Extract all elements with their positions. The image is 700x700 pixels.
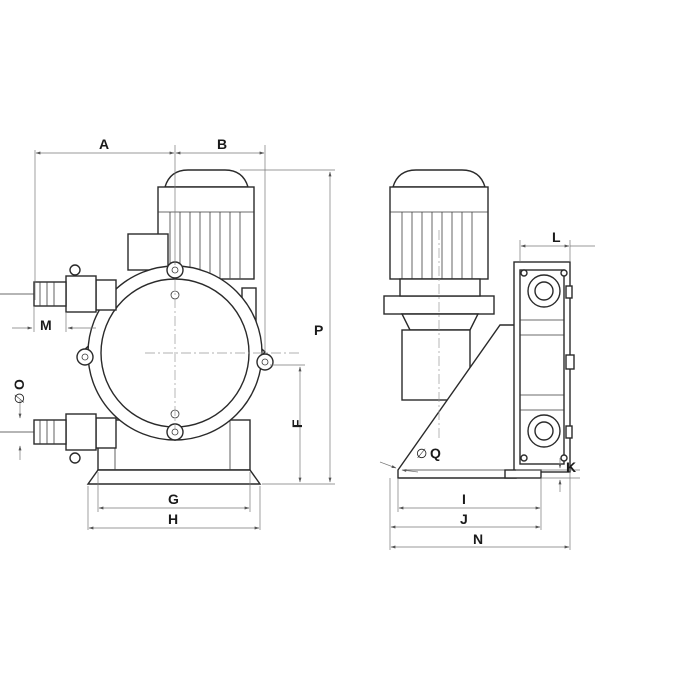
front-lower-port [0, 413, 117, 464]
front-gearbox [127, 233, 169, 271]
diameter-symbol-q: ∅ [416, 446, 427, 461]
side-dimensions [379, 240, 595, 550]
side-view [383, 169, 575, 479]
dim-label-b: B [217, 136, 227, 152]
side-gearbox-adapter [400, 313, 480, 331]
dim-label-l: L [552, 229, 561, 245]
dim-label-h: H [168, 511, 178, 527]
side-motor [383, 169, 495, 315]
front-upper-port [0, 264, 117, 313]
dim-label-g: G [168, 491, 179, 507]
front-view [0, 169, 300, 485]
dim-label-n: N [473, 531, 483, 547]
dim-label-a: A [99, 136, 109, 152]
dim-label-m: M [40, 317, 52, 333]
dim-label-j: J [460, 511, 468, 527]
side-foot [504, 469, 542, 479]
dim-label-o-group: ∅ O [11, 379, 27, 404]
front-dimensions [12, 145, 335, 530]
front-motor [157, 169, 255, 280]
dim-label-o: O [11, 379, 27, 390]
diameter-symbol-o: ∅ [12, 393, 27, 404]
dim-label-p: P [314, 322, 323, 338]
dim-label-f: F [289, 419, 305, 428]
dim-label-q: Q [430, 445, 441, 461]
dim-label-k: K [566, 459, 576, 475]
dim-label-i: I [462, 491, 466, 507]
side-pump-head [513, 261, 575, 473]
